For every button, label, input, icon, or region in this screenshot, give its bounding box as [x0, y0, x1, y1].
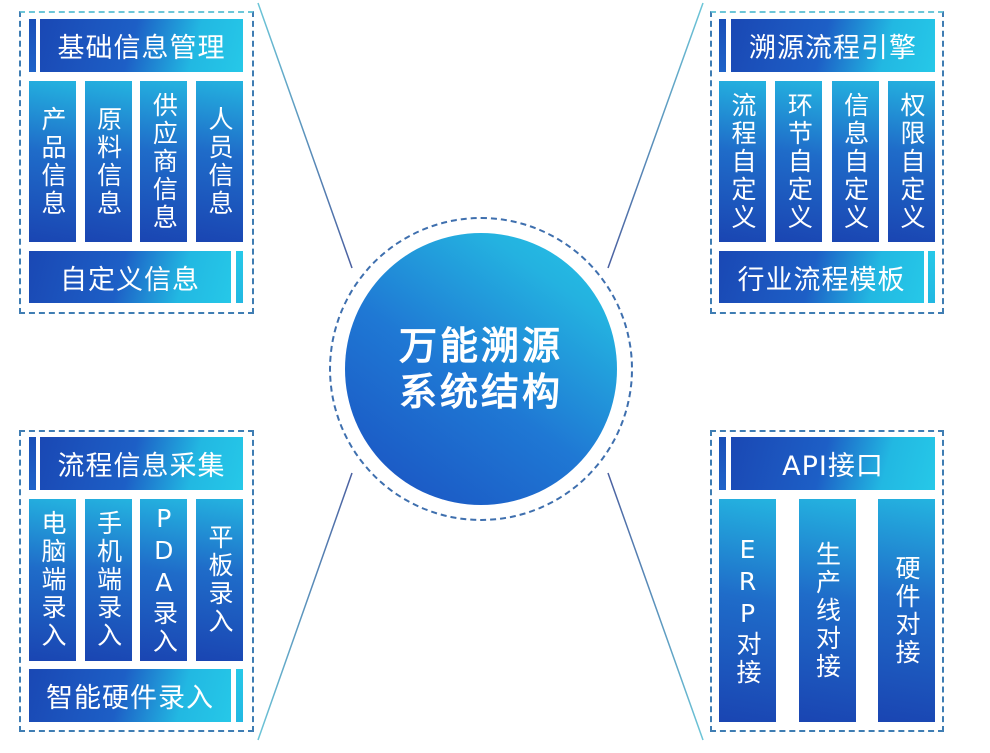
module-columns: ERP对接 生产线对接 硬件对接: [719, 499, 935, 722]
column-item: 原料信息: [84, 81, 132, 242]
column-item: 生产线对接: [798, 499, 856, 722]
footer-accent-stripe: [928, 251, 935, 303]
column-item: 供应商信息: [140, 81, 188, 242]
module-columns: 流程自定义 环节自定义 信息自定义 权限自定义: [719, 81, 935, 242]
module-title: 流程信息采集: [40, 437, 243, 490]
footer-accent-stripe: [236, 669, 243, 722]
column-item: 手机端录入: [84, 499, 132, 661]
header-accent-stripe: [719, 437, 726, 490]
column-item: ERP对接: [719, 499, 776, 722]
module-footer: 智能硬件录入: [29, 669, 231, 722]
module-title: 基础信息管理: [40, 19, 243, 72]
module-columns: 电脑端录入 手机端录入 PDA录入 平板录入: [29, 499, 243, 661]
module-api: [710, 430, 944, 732]
center-title-line2: 系统结构: [398, 370, 563, 414]
module-columns: 产品信息 原料信息 供应商信息 人员信息: [29, 81, 243, 242]
column-item: 权限自定义: [887, 81, 935, 242]
center-title-line1: 万能溯源: [398, 324, 563, 368]
module-data-collection: [19, 430, 254, 732]
column-item: 产品信息: [29, 81, 76, 242]
header-accent-stripe: [29, 19, 36, 72]
header-accent-stripe: [29, 437, 36, 490]
module-basic-info: [19, 11, 254, 314]
footer-accent-stripe: [236, 251, 243, 303]
center-node: 万能溯源 系统结构: [345, 233, 617, 505]
module-trace-engine: [710, 11, 944, 314]
column-item: 环节自定义: [775, 81, 823, 242]
column-item: PDA录入: [140, 499, 188, 661]
module-footer: 行业流程模板: [719, 251, 924, 303]
header-accent-stripe: [719, 19, 726, 72]
column-item: 电脑端录入: [29, 499, 76, 661]
column-item: 硬件对接: [878, 499, 935, 722]
column-item: 流程自定义: [719, 81, 766, 242]
module-title: 溯源流程引擎: [731, 19, 935, 72]
column-item: 人员信息: [195, 81, 243, 242]
center-dashed-ring: [329, 217, 633, 521]
module-title: API接口: [731, 437, 935, 490]
column-item: 信息自定义: [831, 81, 879, 242]
column-item: 平板录入: [195, 499, 243, 661]
module-footer: 自定义信息: [29, 251, 231, 303]
